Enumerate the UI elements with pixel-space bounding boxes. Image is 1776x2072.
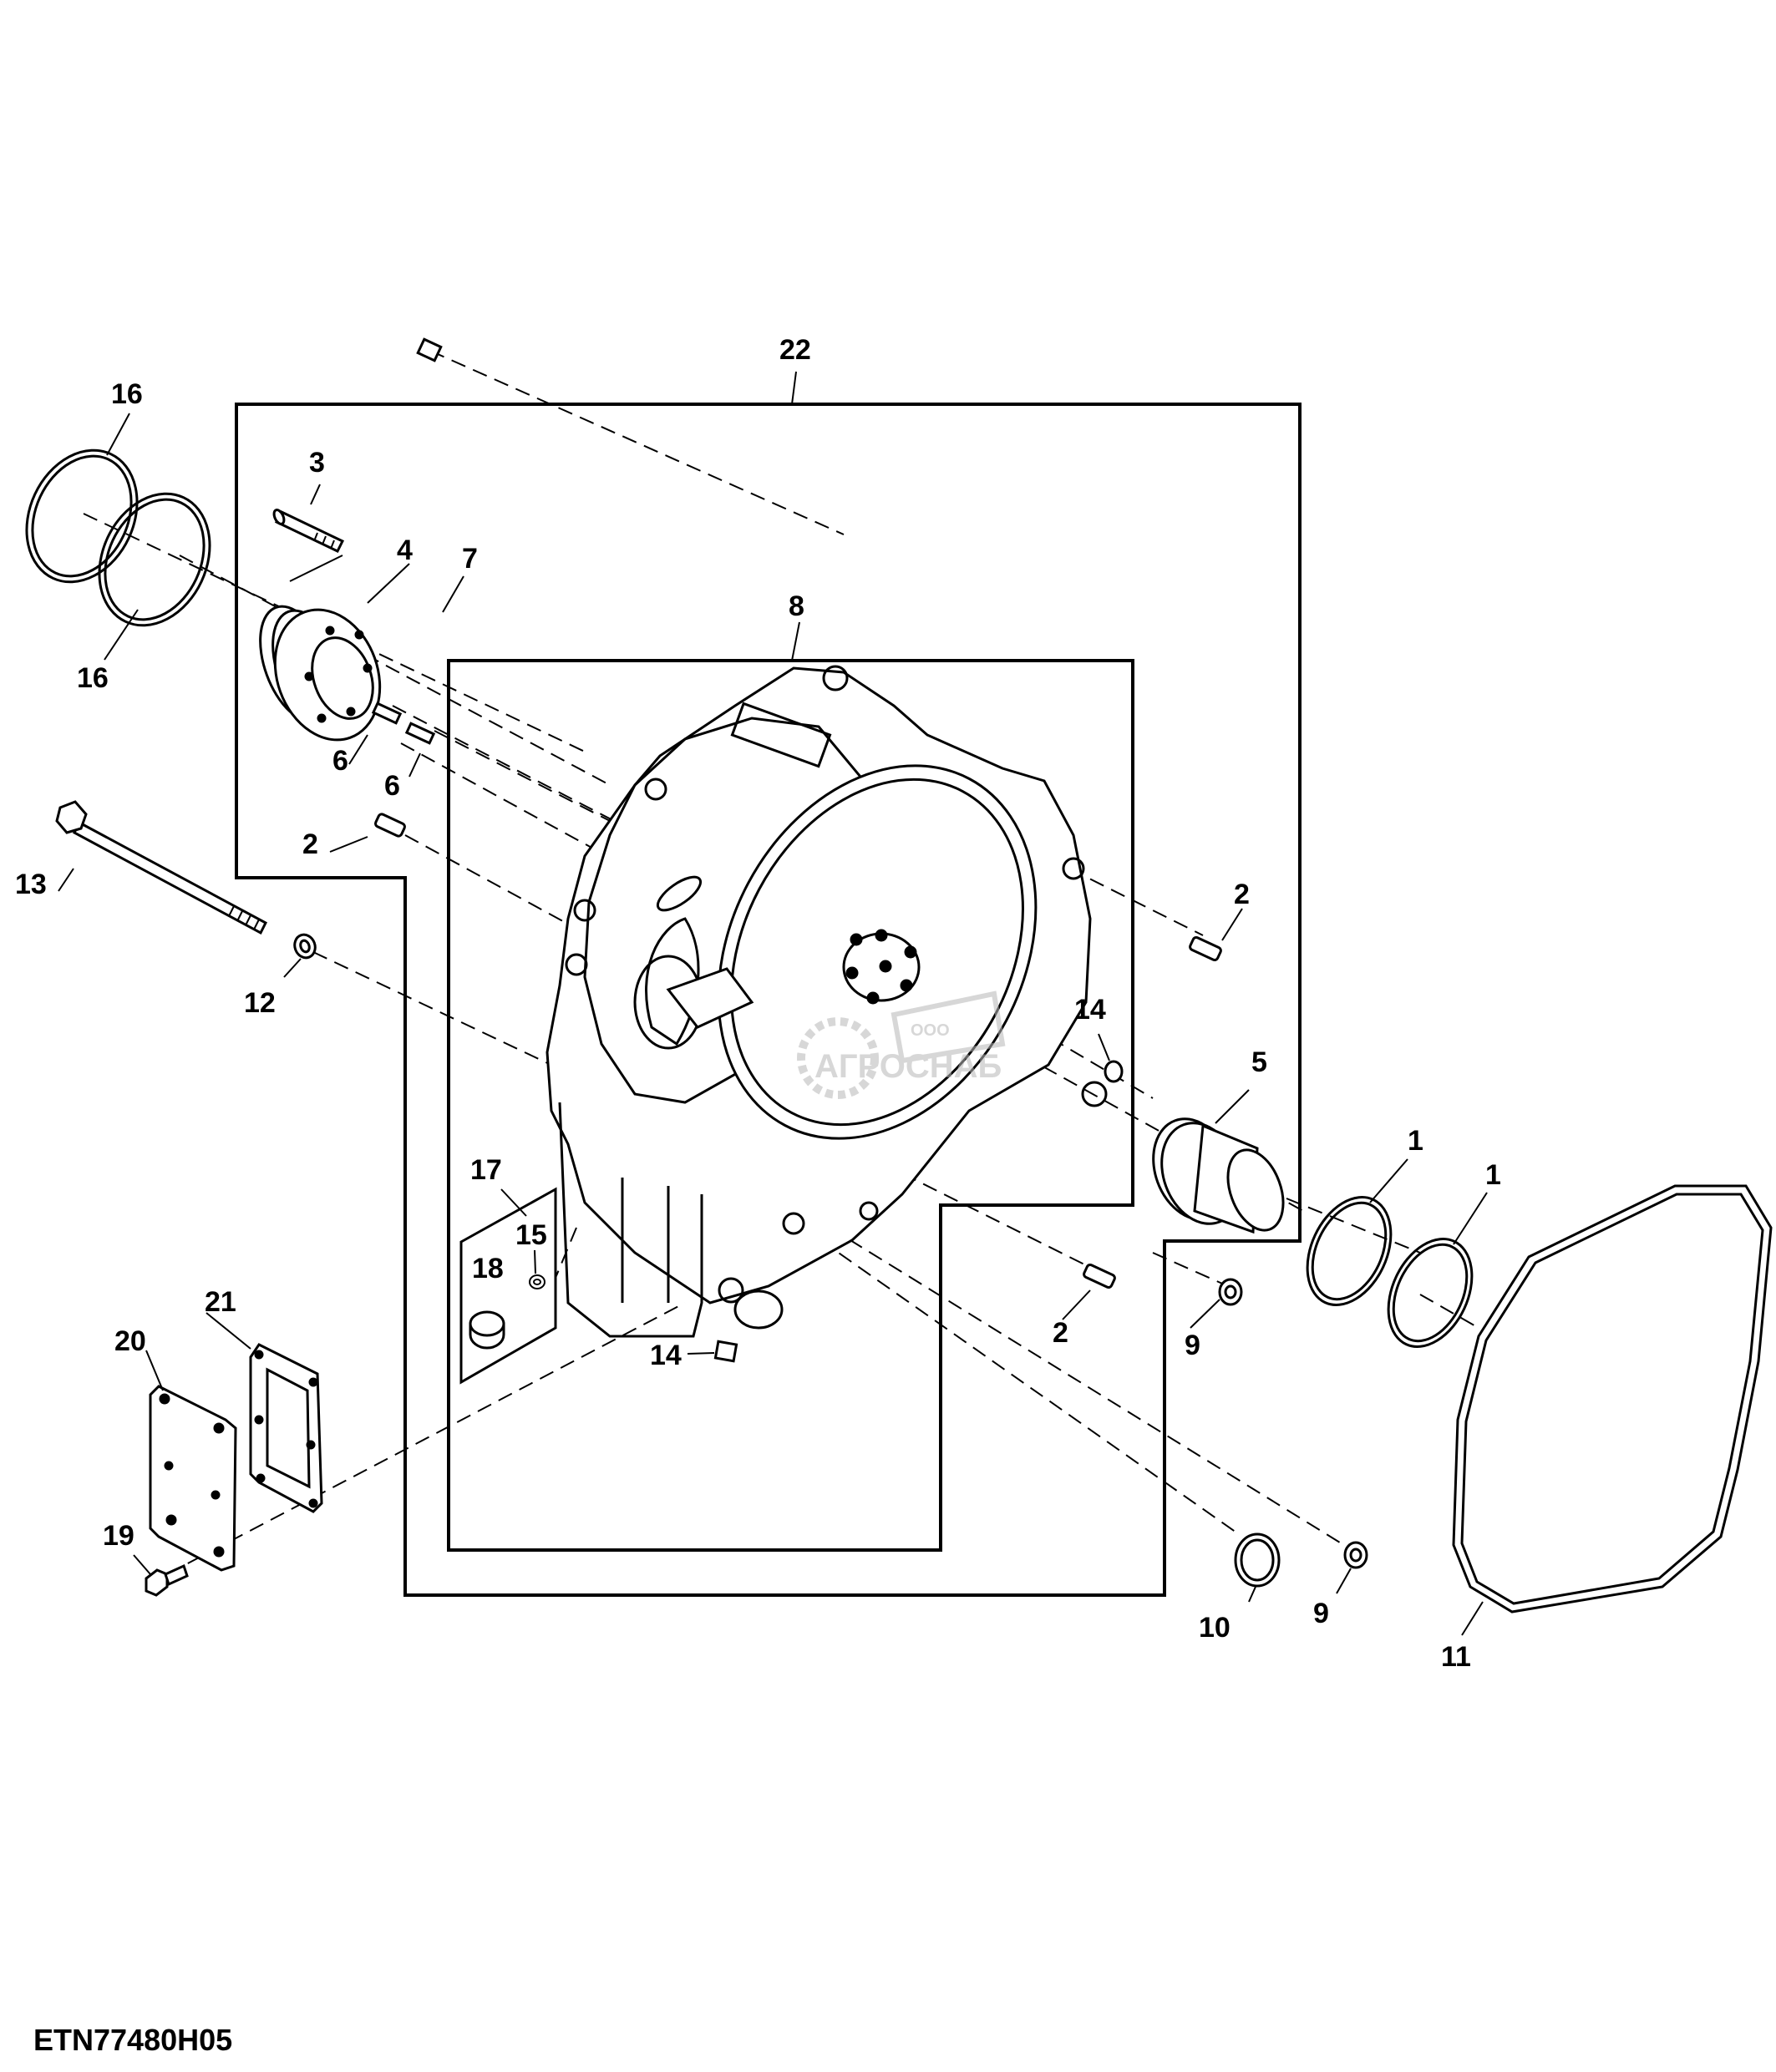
- group-frame-17: [459, 1187, 557, 1385]
- watermark-logo: ООО АГРОСНАБ: [797, 990, 1006, 1099]
- callout-7: 7: [462, 543, 478, 575]
- callout-8: 8: [789, 590, 804, 622]
- washer-15: [529, 1274, 545, 1289]
- dowel-2-b: [1189, 935, 1222, 962]
- o-ring-1-right: [1387, 1238, 1474, 1348]
- callout-4: 4: [397, 534, 413, 566]
- pin-6-left: [371, 702, 403, 725]
- callout-3: 3: [309, 447, 325, 479]
- dowel-2-a: [374, 813, 406, 838]
- seal-ring-16-left: [25, 448, 139, 584]
- group-frame-8: [447, 659, 1134, 1552]
- gasket-21: [249, 1343, 323, 1513]
- plug-18: [469, 1310, 505, 1350]
- callout-2-lower: 2: [1053, 1317, 1068, 1349]
- callout-14-lower: 14: [650, 1340, 682, 1371]
- callout-6-right: 6: [384, 770, 400, 802]
- callout-9-lower: 9: [1313, 1598, 1329, 1629]
- sleeve-7: [416, 337, 443, 362]
- callout-1-right: 1: [1485, 1159, 1501, 1191]
- housing-8: [545, 665, 1108, 1338]
- callout-10: 10: [1199, 1612, 1231, 1644]
- washer-9-upper: [1218, 1278, 1243, 1306]
- callout-1-left: 1: [1408, 1125, 1423, 1157]
- callout-leaders: [58, 371, 1488, 1636]
- group-frame-22: [235, 403, 1302, 1597]
- callout-22: 22: [779, 334, 811, 366]
- bolt-3: [272, 509, 345, 553]
- seal-carrier-5: [1152, 1117, 1285, 1234]
- callout-13: 13: [15, 869, 47, 900]
- callout-20: 20: [114, 1325, 146, 1357]
- ring-10: [1234, 1532, 1281, 1588]
- callout-6-left: 6: [332, 745, 348, 777]
- watermark-brand-text: АГРОСНАБ: [814, 1048, 1002, 1085]
- callout-11: 11: [1441, 1641, 1471, 1673]
- callout-14-upper: 14: [1074, 994, 1106, 1026]
- watermark-small-text: ООО: [911, 1021, 950, 1040]
- drawing-id-label: ETN77480H05: [33, 2023, 233, 2057]
- callout-12: 12: [244, 987, 276, 1019]
- callout-18: 18: [472, 1253, 504, 1284]
- callout-16-top: 16: [111, 378, 143, 410]
- callout-21: 21: [205, 1286, 236, 1318]
- callout-5: 5: [1251, 1046, 1267, 1078]
- cover-plate-20: [149, 1385, 237, 1572]
- bolt-13: [55, 800, 267, 935]
- dowel-2-c: [1083, 1263, 1116, 1289]
- callout-2-right: 2: [1234, 879, 1250, 910]
- callout-labels: 22 16 16 3 4 7 8 6 6 2 13 12 2 14 5 1 1 …: [15, 334, 1501, 1673]
- callout-9-upper: 9: [1185, 1330, 1200, 1361]
- hub-4: [259, 605, 382, 742]
- plug-14-lower: [713, 1340, 738, 1363]
- washer-12: [293, 933, 317, 960]
- seal-ring-16-right: [98, 492, 211, 627]
- washer-9-lower: [1343, 1541, 1368, 1569]
- callout-15: 15: [515, 1219, 547, 1251]
- plug-14-upper: [1104, 1060, 1124, 1083]
- callout-16-bottom: 16: [77, 662, 109, 694]
- callout-17: 17: [470, 1154, 502, 1186]
- pin-6-right: [404, 722, 436, 745]
- gasket-11: [1452, 1184, 1773, 1614]
- bolt-19: [145, 1563, 189, 1597]
- callout-19: 19: [103, 1520, 134, 1552]
- callout-2-left: 2: [302, 828, 318, 860]
